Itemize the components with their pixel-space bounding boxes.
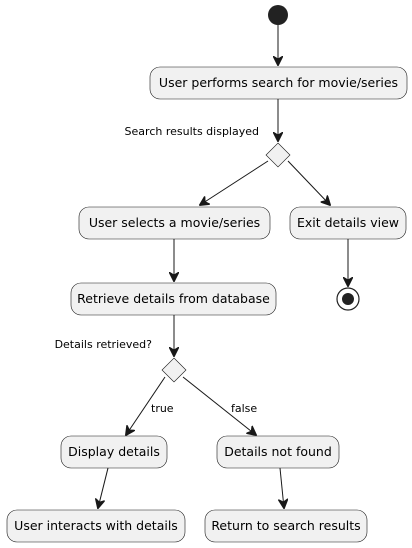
node-label: User interacts with details — [14, 518, 178, 533]
node-label: User performs search for movie/series — [159, 75, 398, 90]
node-user-performs-search: User performs search for movie/series — [149, 66, 408, 100]
node-label: Return to search results — [211, 518, 360, 533]
start-node — [268, 5, 288, 25]
node-label: Exit details view — [297, 215, 399, 230]
edge-display-interact — [98, 467, 109, 508]
end-node — [336, 287, 360, 311]
node-label: Details not found — [224, 444, 332, 459]
edge-decision-not-found — [182, 376, 256, 435]
decision-details-retrieved — [161, 357, 187, 383]
node-user-selects: User selects a movie/series — [78, 206, 271, 240]
decision-label-details-retrieved: Details retrieved? — [55, 338, 153, 351]
node-retrieve-details: Retrieve details from database — [70, 282, 277, 316]
edge-decision-select — [200, 160, 269, 205]
decision-label-search-results: Search results displayed — [125, 125, 259, 138]
edge-decision-display — [126, 376, 166, 435]
node-label: Display details — [68, 444, 160, 459]
decision-search-results — [265, 142, 291, 168]
node-return-to-search: Return to search results — [204, 509, 368, 543]
edge-not-found-return — [280, 467, 284, 508]
node-display-details: Display details — [60, 435, 168, 469]
edge-decision-exit — [287, 160, 330, 205]
node-label: Retrieve details from database — [77, 291, 270, 306]
branch-label-false: false — [231, 402, 257, 415]
node-label: User selects a movie/series — [89, 215, 260, 230]
node-user-interacts: User interacts with details — [6, 509, 186, 543]
branch-label-true: true — [151, 402, 174, 415]
node-exit-details-view: Exit details view — [289, 206, 407, 240]
node-details-not-found: Details not found — [216, 435, 340, 469]
